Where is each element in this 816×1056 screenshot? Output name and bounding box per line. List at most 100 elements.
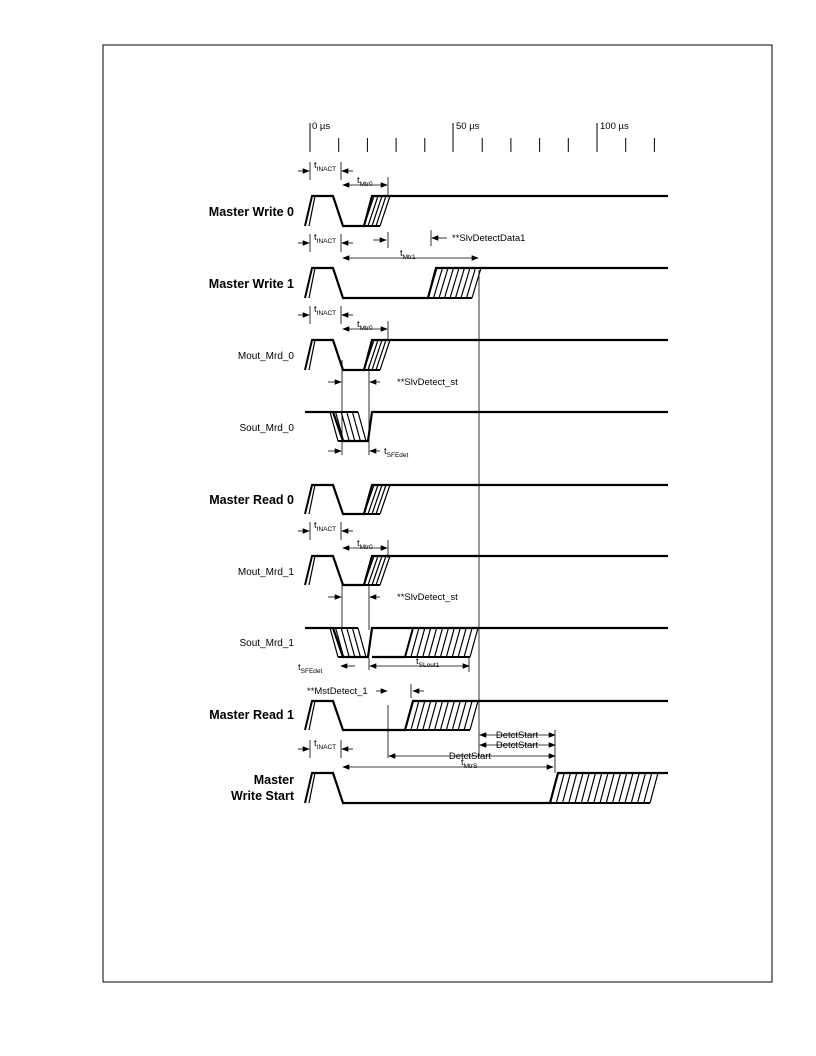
- hatch-smrd1a: [346, 627, 356, 658]
- hatch-smrd1b: [469, 627, 479, 658]
- page-border: [102, 44, 773, 983]
- hatch-smrd1a: [340, 627, 350, 658]
- hatch-smrd0: [340, 411, 350, 442]
- signal-label-mout-mrd-1: Mout_Mrd_1: [238, 567, 295, 578]
- signal-label-master-write-0: Master Write 0: [209, 205, 294, 219]
- hatch-mw0: [375, 195, 387, 227]
- t-inact-label: tINACT: [314, 160, 336, 173]
- time-axis: 0 µs 50 µs 100 µs: [309, 121, 655, 152]
- hatch-mr1: [463, 700, 473, 731]
- hatch-smrd0: [329, 411, 339, 442]
- wave-mw1-edge: [308, 267, 316, 299]
- signal-labels: Master Write 0 Master Write 1 Mout_Mrd_0…: [209, 205, 295, 803]
- hatch-smrd0: [346, 411, 356, 442]
- transition-hatching: [329, 195, 659, 804]
- detct-start-label: DetctStart: [496, 730, 539, 741]
- wave-mws-edge: [308, 772, 316, 804]
- t-mtr0-label: tMtr0: [357, 538, 373, 551]
- hatch-smrd1b: [422, 627, 432, 658]
- wave-mmrd0-edge: [308, 339, 316, 371]
- hatch-smrd1a: [329, 627, 339, 658]
- hatch-mr0: [371, 484, 383, 515]
- wave-master-write-1: [312, 266, 668, 300]
- hatch-smrd0: [357, 411, 367, 442]
- hatch-mw1: [449, 267, 460, 299]
- hatch-mmrd0: [367, 339, 379, 371]
- hatch-smrd1b: [433, 627, 444, 658]
- hatch-mws: [580, 772, 590, 804]
- hatch-mw1: [454, 267, 466, 299]
- hatch-mws: [568, 772, 578, 804]
- hatch-smrd1b: [457, 627, 467, 658]
- hatch-mr1: [428, 700, 438, 731]
- signal-label-master-read-0: Master Read 0: [209, 493, 294, 507]
- hatch-mmrd0: [371, 339, 383, 371]
- detct-start-label: DetctStart: [449, 751, 492, 762]
- hatch-smrd1b: [416, 627, 426, 658]
- hatch-smrd1b: [445, 627, 455, 658]
- hatch-mmrd1: [371, 555, 383, 586]
- detct-start-label: DetctStart: [496, 740, 539, 751]
- hatch-mmrd1: [367, 555, 379, 586]
- waveforms: [304, 194, 668, 805]
- hatch-mw0: [379, 195, 391, 227]
- hatch-mw0: [367, 195, 379, 227]
- wave-mw1-edge: [304, 267, 317, 299]
- reference-lines: [341, 270, 556, 773]
- hatch-mr1: [439, 700, 450, 731]
- hatch-smrd1b: [463, 627, 473, 658]
- wave-mr0-edge: [308, 484, 316, 515]
- hatch-mr1: [445, 700, 455, 731]
- hatch-mmrd0: [363, 339, 375, 371]
- slv-detect-st-label: **SlvDetect_st: [397, 592, 458, 603]
- hatch-smrd1a: [357, 627, 367, 658]
- t-inact-label: tINACT: [314, 232, 336, 245]
- t-mtr0-label: tMtr0: [357, 319, 373, 332]
- hatch-mws: [549, 772, 559, 804]
- signal-label-master-write-1: Master Write 1: [209, 277, 294, 291]
- wave-master-write-start: [312, 771, 668, 805]
- hatch-mr0: [363, 484, 375, 515]
- wave-master-read-1: [312, 699, 668, 732]
- axis-tick-label: 0 µs: [312, 121, 330, 132]
- hatch-mw1: [427, 267, 438, 299]
- wave-mout-mrd-0: [312, 338, 668, 372]
- signal-label-sout-mrd-0: Sout_Mrd_0: [240, 423, 295, 434]
- hatch-mmrd0: [375, 339, 387, 371]
- wave-mmrd0-edge: [304, 339, 317, 371]
- wave-mr0-edge: [304, 484, 317, 515]
- t-inact-label: tINACT: [314, 738, 336, 751]
- hatch-mr1: [457, 700, 467, 731]
- wave-mr1-edge: [308, 700, 316, 731]
- slv-detect-st-label: **SlvDetect_st: [397, 377, 458, 388]
- axis-tick-label: 50 µs: [456, 121, 480, 132]
- wave-mw0-edge: [308, 195, 316, 227]
- hatch-mws: [618, 772, 628, 804]
- hatch-mr0: [367, 484, 379, 515]
- wave-master-read-0: [312, 483, 668, 516]
- hatch-mws: [649, 772, 659, 804]
- wave-mws-edge: [304, 772, 317, 804]
- hatch-mw0: [363, 195, 375, 227]
- timing-annotations: tINACTtINACTtINACTtINACTtINACTtMtr0tMtr0…: [298, 160, 538, 770]
- signal-label-master-write-start: Write Start: [231, 789, 295, 803]
- t-sfedet-label: tSFEdet: [298, 662, 323, 675]
- hatch-smrd1b: [410, 627, 420, 658]
- hatch-mws: [555, 772, 565, 804]
- hatch-mws: [605, 772, 615, 804]
- t-mtr1-label: tMtr1: [400, 248, 416, 261]
- hatch-mw1: [471, 267, 482, 299]
- signal-label-master-read-1: Master Read 1: [209, 708, 294, 722]
- hatch-mr0: [375, 484, 387, 515]
- hatch-mws: [643, 772, 653, 804]
- hatch-mw1: [432, 267, 444, 299]
- wave-mmrd1-edge: [304, 555, 317, 586]
- hatch-smrd0: [351, 411, 361, 442]
- wave-mw0-edge: [304, 195, 317, 227]
- hatch-mw1: [460, 267, 471, 299]
- wave-mout-mrd-1: [312, 554, 668, 587]
- hatch-mr1: [469, 700, 479, 731]
- wave-master-write-0: [312, 194, 668, 228]
- hatch-mr1: [422, 700, 432, 731]
